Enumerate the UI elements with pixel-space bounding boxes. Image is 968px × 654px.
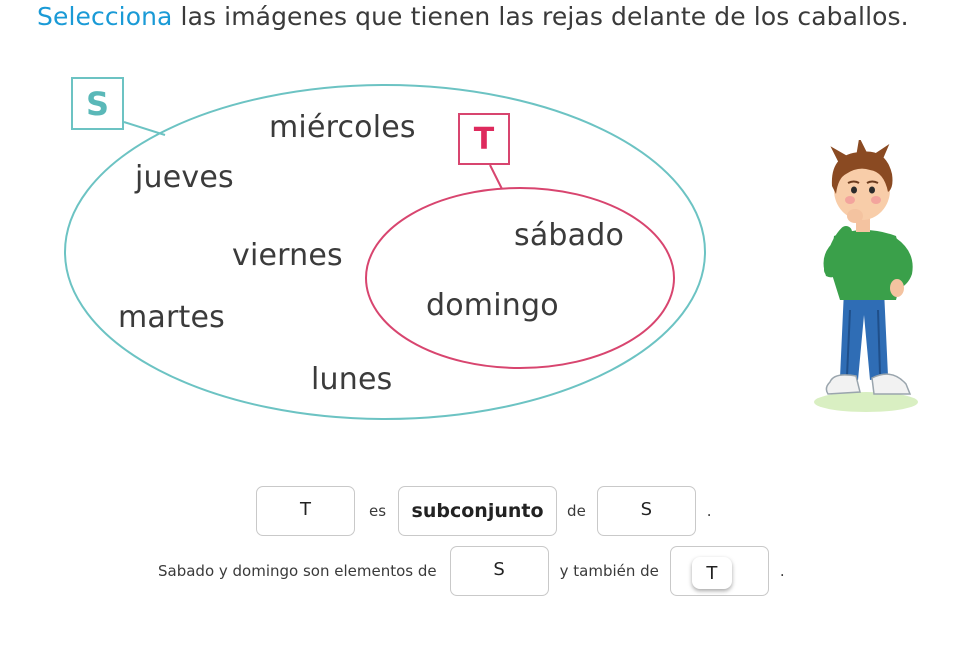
instruction-text: Selecciona las imágenes que tienen las r… xyxy=(37,2,909,31)
answer-slot-3[interactable]: S xyxy=(596,486,696,536)
thinking-boy-illustration xyxy=(800,137,930,420)
instruction-rest: las imágenes que tienen las rejas delant… xyxy=(172,2,909,31)
set-t-ellipse xyxy=(365,187,675,369)
instruction-keyword: Selecciona xyxy=(37,2,173,31)
set-t-label: T xyxy=(458,113,510,165)
sentence2-text-tambien: y también de xyxy=(559,562,659,580)
answer-slot-1[interactable]: T xyxy=(256,486,355,536)
word-jueves: jueves xyxy=(135,160,234,195)
sentence2-period: . xyxy=(779,562,785,580)
sentence1-text-es: es xyxy=(369,502,387,520)
set-s-ellipse xyxy=(64,84,706,420)
answer-slot-2[interactable]: subconjunto xyxy=(398,486,558,536)
word-sabado: sábado xyxy=(514,218,625,253)
sentence2-text-elements: Sabado y domingo son elementos de xyxy=(158,562,437,580)
set-t-connector xyxy=(489,164,503,190)
sentence-2: Sabado y domingo son elementos de S y ta… xyxy=(158,546,785,596)
sentence1-text-de: de xyxy=(567,502,586,520)
draggable-chip-t[interactable]: T xyxy=(691,557,732,589)
answer-slot-4[interactable]: S xyxy=(449,546,549,596)
word-martes: martes xyxy=(118,300,225,335)
set-s-label: S xyxy=(71,77,124,130)
word-viernes: viernes xyxy=(232,238,343,273)
word-miercoles: miércoles xyxy=(269,110,416,145)
sentence-1: T es subconjunto de S . xyxy=(256,486,712,536)
word-domingo: domingo xyxy=(426,288,559,323)
word-lunes: lunes xyxy=(311,362,393,397)
set-s-connector xyxy=(123,121,166,136)
answer-slot-5[interactable]: T xyxy=(669,546,769,596)
venn-shapes xyxy=(64,84,706,420)
sentence1-period: . xyxy=(706,502,712,520)
venn-diagram: S T miércoles jueves viernes martes lune… xyxy=(55,70,725,430)
